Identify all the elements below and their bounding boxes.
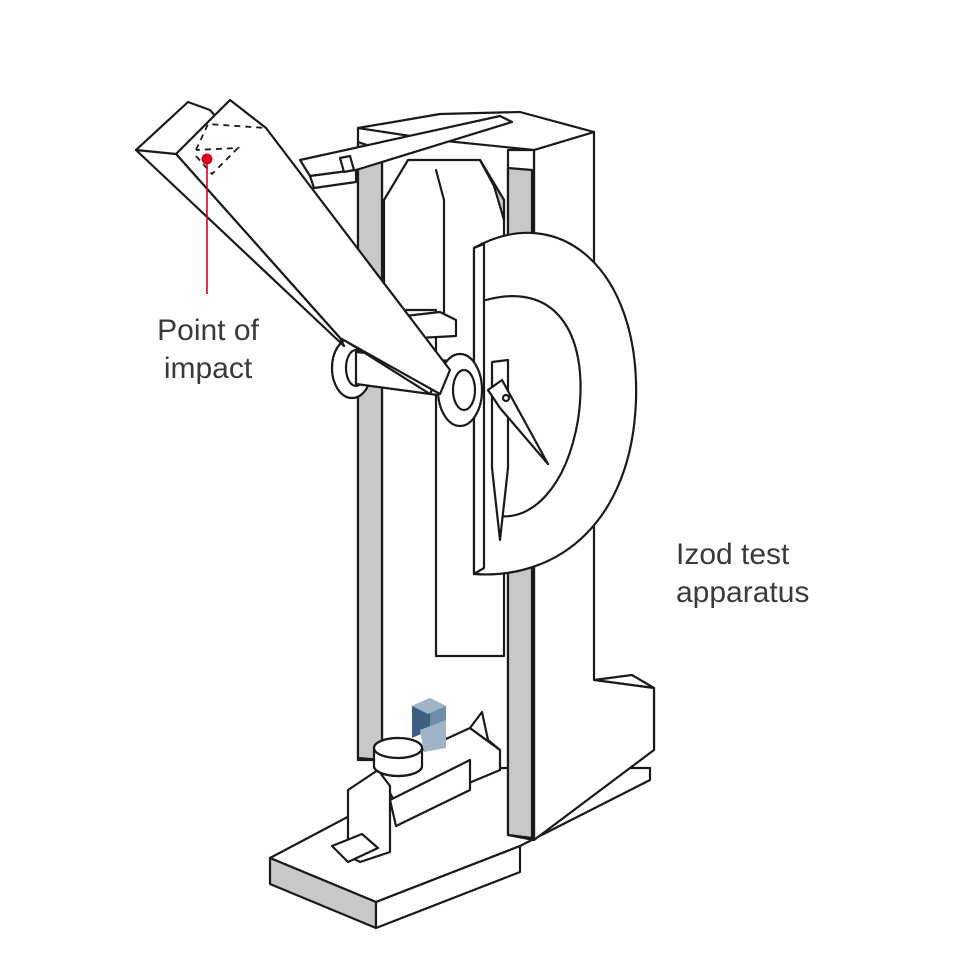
apparatus-label-line-1: Izod test [676, 538, 790, 571]
izod-test-apparatus-label: Izod test apparatus [676, 536, 809, 612]
point-of-impact-line-2: impact [163, 352, 253, 385]
point-of-impact-label: Point of impact [152, 312, 264, 388]
top-bar [298, 114, 514, 190]
pendulum [134, 98, 452, 396]
impact-marker [201, 153, 213, 294]
point-of-impact-line-1: Point of [157, 314, 259, 347]
apparatus-label-line-2: apparatus [676, 576, 810, 609]
specimen [412, 698, 446, 752]
specimen-vise [330, 710, 502, 864]
dial [472, 231, 638, 576]
